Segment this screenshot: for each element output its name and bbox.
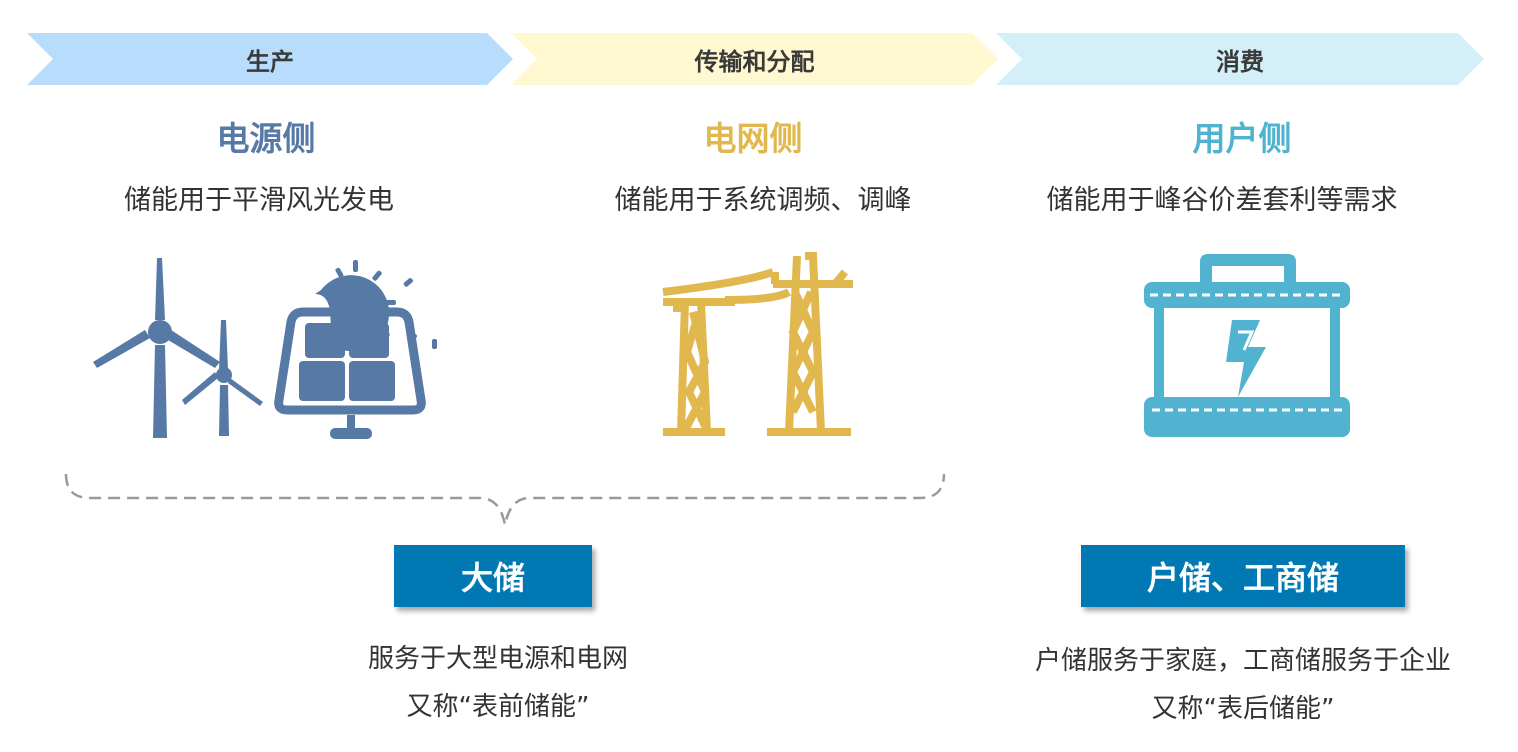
source-side-title: 电源侧 (216, 119, 316, 158)
desc-line: 又称“表后储能” (1151, 694, 1335, 724)
grid-side-desc: 储能用于系统调频、调峰 (614, 185, 912, 216)
power-tower-icon (662, 252, 853, 436)
stage-production: 生产 (27, 33, 513, 85)
desc-line: 又称“表前储能” (406, 692, 590, 722)
stage-consumption: 消费 (996, 33, 1484, 85)
battery-icon (1144, 254, 1350, 437)
bracket-divider (64, 473, 946, 526)
desc-line: 户储服务于家庭，工商储服务于企业 (1034, 646, 1451, 676)
utility-storage-desc: 服务于大型电源和电网 又称“表前储能” (218, 635, 778, 731)
wind-solar-icon (93, 258, 437, 439)
desc-line: 服务于大型电源和电网 (367, 644, 628, 674)
user-side-title: 用户侧 (1192, 119, 1292, 158)
user-side-desc: 储能用于峰谷价差套利等需求 (1046, 185, 1398, 216)
stage-transmission: 传输和分配 (511, 33, 998, 85)
grid-side-title: 电网侧 (703, 119, 803, 158)
source-side-desc: 储能用于平滑风光发电 (124, 185, 394, 216)
household-commercial-storage-label: 户储、工商储 (1081, 545, 1405, 607)
household-storage-desc: 户储服务于家庭，工商储服务于企业 又称“表后储能” (963, 637, 1518, 733)
utility-storage-label: 大储 (394, 545, 592, 607)
